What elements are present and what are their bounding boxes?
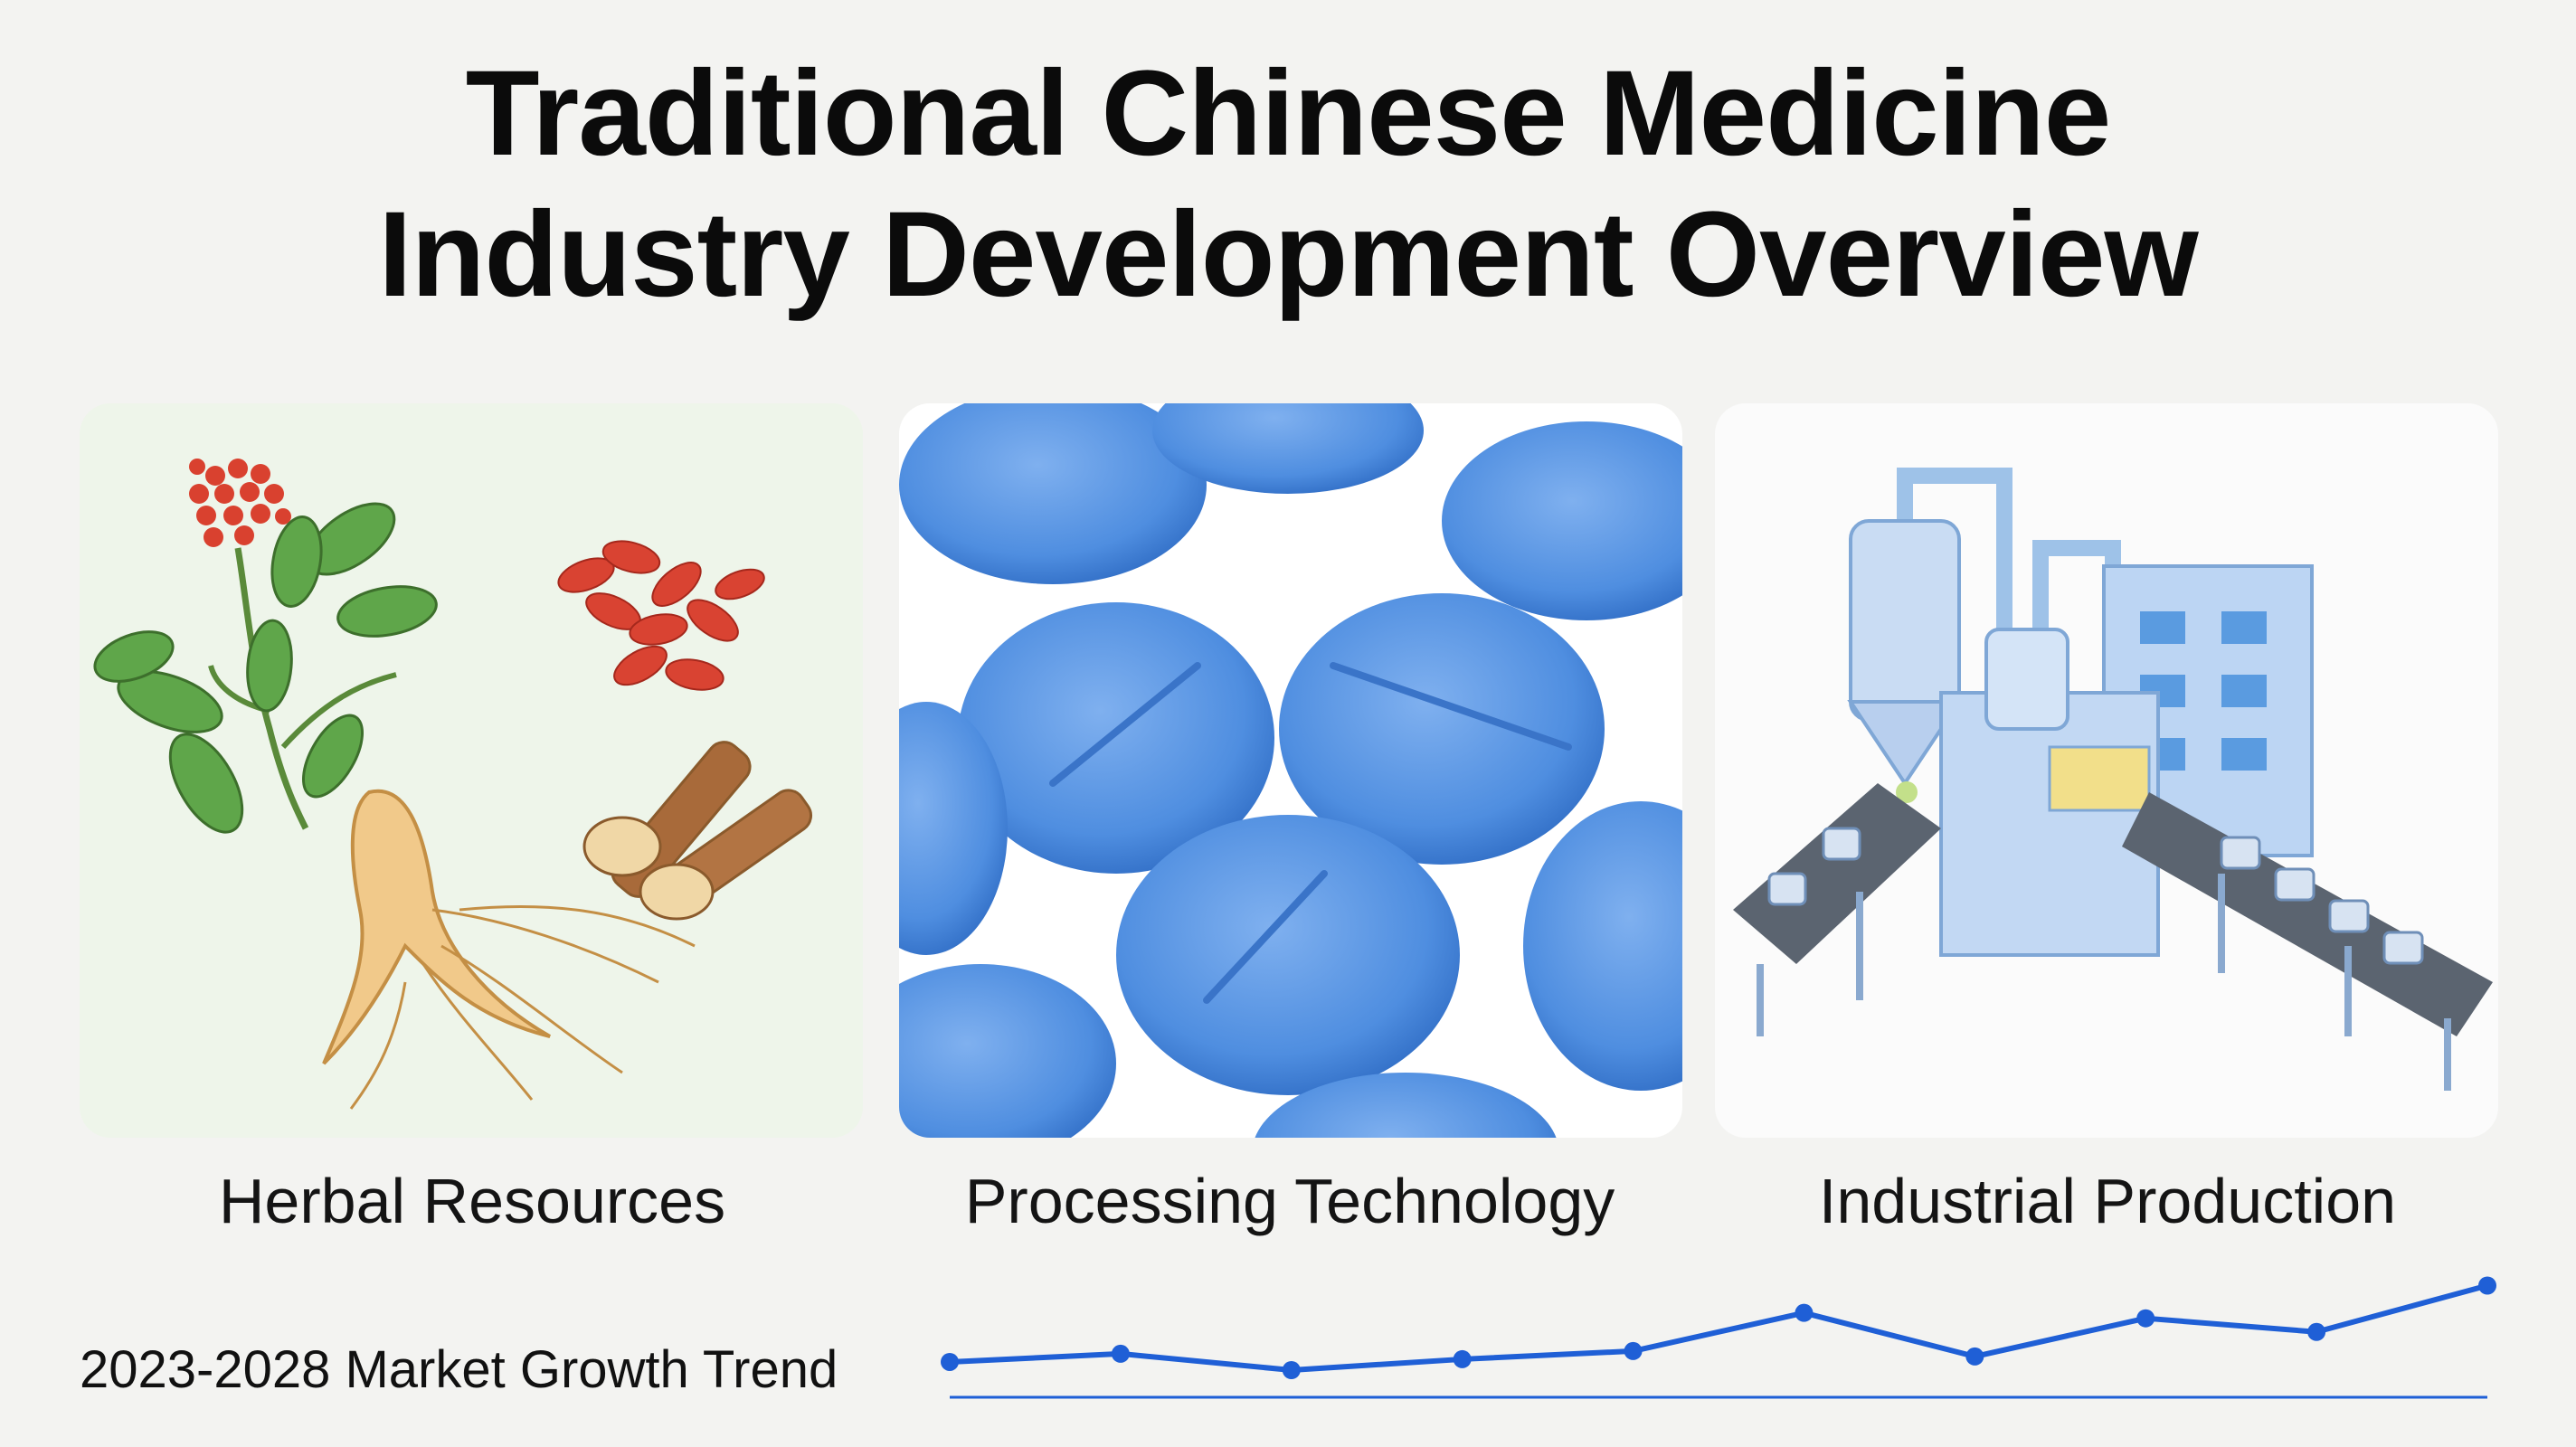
industrial-production-panel — [1715, 403, 2498, 1138]
trend-point — [1111, 1344, 1130, 1363]
trend-point — [1795, 1303, 1814, 1322]
trend-point — [1453, 1349, 1472, 1368]
tablets-photo-icon — [899, 403, 1682, 1138]
trend-point — [1965, 1347, 1984, 1366]
page-title: Traditional Chinese Medicine Industry De… — [0, 43, 2576, 326]
caption-processing-technology: Processing Technology — [964, 1166, 1615, 1236]
trend-point — [2307, 1322, 2326, 1341]
market-growth-sparkline — [941, 1276, 2496, 1399]
caption-industrial-production: Industrial Production — [1818, 1166, 2397, 1236]
trend-point — [2136, 1309, 2155, 1328]
trend-label: 2023-2028 Market Growth Trend — [80, 1340, 838, 1399]
trend-point — [2478, 1276, 2496, 1295]
title-line-1: Traditional Chinese Medicine — [465, 46, 2112, 181]
title-line-2: Industry Development Overview — [378, 187, 2198, 322]
processing-technology-panel — [899, 403, 1682, 1138]
flower-cluster — [189, 459, 291, 547]
herb-illustration-icon — [93, 459, 813, 1110]
trend-point — [941, 1352, 959, 1371]
factory-illustration-icon — [1733, 468, 2493, 1091]
trend-point — [1282, 1361, 1301, 1379]
trend-line — [949, 1282, 2488, 1373]
trend-point — [1624, 1341, 1643, 1360]
herbal-resources-panel — [80, 403, 863, 1138]
caption-herbal-resources: Herbal Resources — [218, 1166, 726, 1236]
